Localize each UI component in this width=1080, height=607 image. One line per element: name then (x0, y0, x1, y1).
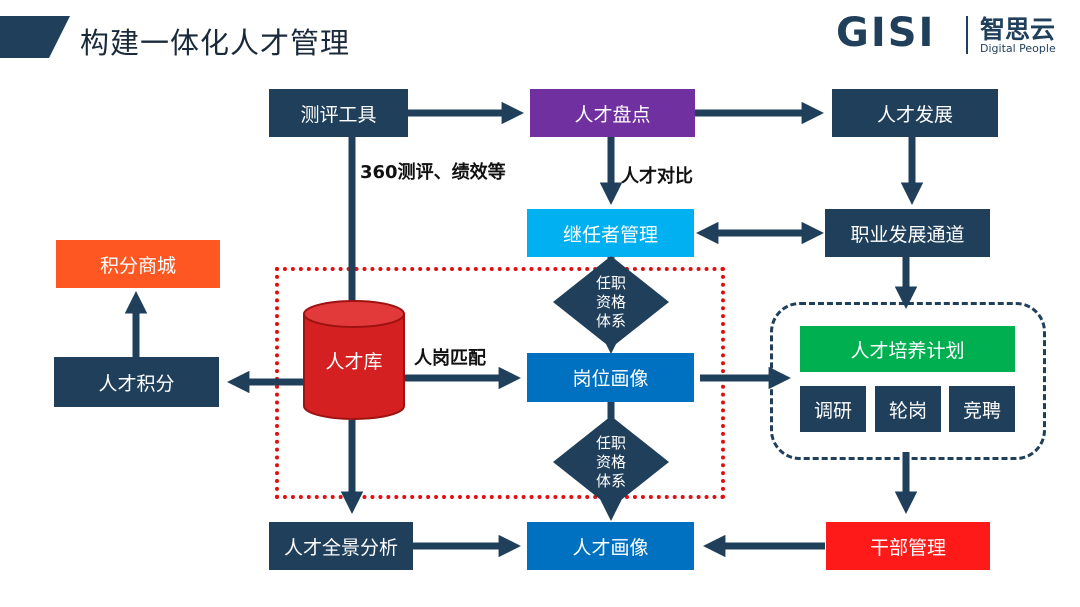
diamond-shape (553, 416, 669, 508)
node-talent-profile: 人才画像 (527, 522, 694, 570)
logo-wordmark: GISI (836, 10, 936, 56)
logo-divider (966, 16, 968, 54)
node-panoramic-analysis: 人才全景分析 (269, 522, 413, 570)
node-talent-development: 人才发展 (832, 89, 998, 137)
logo-chinese-name: 智思云 (980, 15, 1056, 44)
label-person-job-match: 人岗匹配 (414, 348, 486, 369)
node-points-mall: 积分商城 (56, 240, 220, 288)
diamond-shape (553, 256, 669, 348)
node-job-profile: 岗位画像 (527, 353, 694, 402)
node-training-plan: 人才培养计划 (800, 326, 1015, 372)
qualification-diamond-bottom: 任职 资格 体系 (553, 416, 669, 508)
qualification-label-bottom: 任职 资格 体系 (595, 433, 626, 490)
node-cadre-management: 干部管理 (826, 522, 990, 570)
node-successor-management: 继任者管理 (527, 209, 694, 257)
node-talent-points: 人才积分 (54, 357, 219, 407)
node-talent-review: 人才盘点 (530, 89, 695, 137)
page-title: 构建一体化人才管理 (80, 26, 351, 60)
node-rotation: 轮岗 (875, 386, 941, 432)
node-competition: 竞聘 (949, 386, 1015, 432)
label-talent-compare: 人才对比 (621, 166, 693, 187)
node-talent-pool: 人才库 (325, 350, 383, 373)
label-assessment-note: 360测评、绩效等 (360, 162, 506, 183)
qualification-diamond-top: 任职 资格 体系 (553, 256, 669, 348)
talent-pool-cylinder (303, 300, 405, 420)
logo-english-name: Digital People (980, 42, 1056, 55)
node-career-path: 职业发展通道 (825, 209, 990, 257)
node-research: 调研 (800, 386, 866, 432)
node-assessment-tools: 测评工具 (269, 89, 408, 137)
qualification-label-top: 任职 资格 体系 (595, 273, 626, 330)
